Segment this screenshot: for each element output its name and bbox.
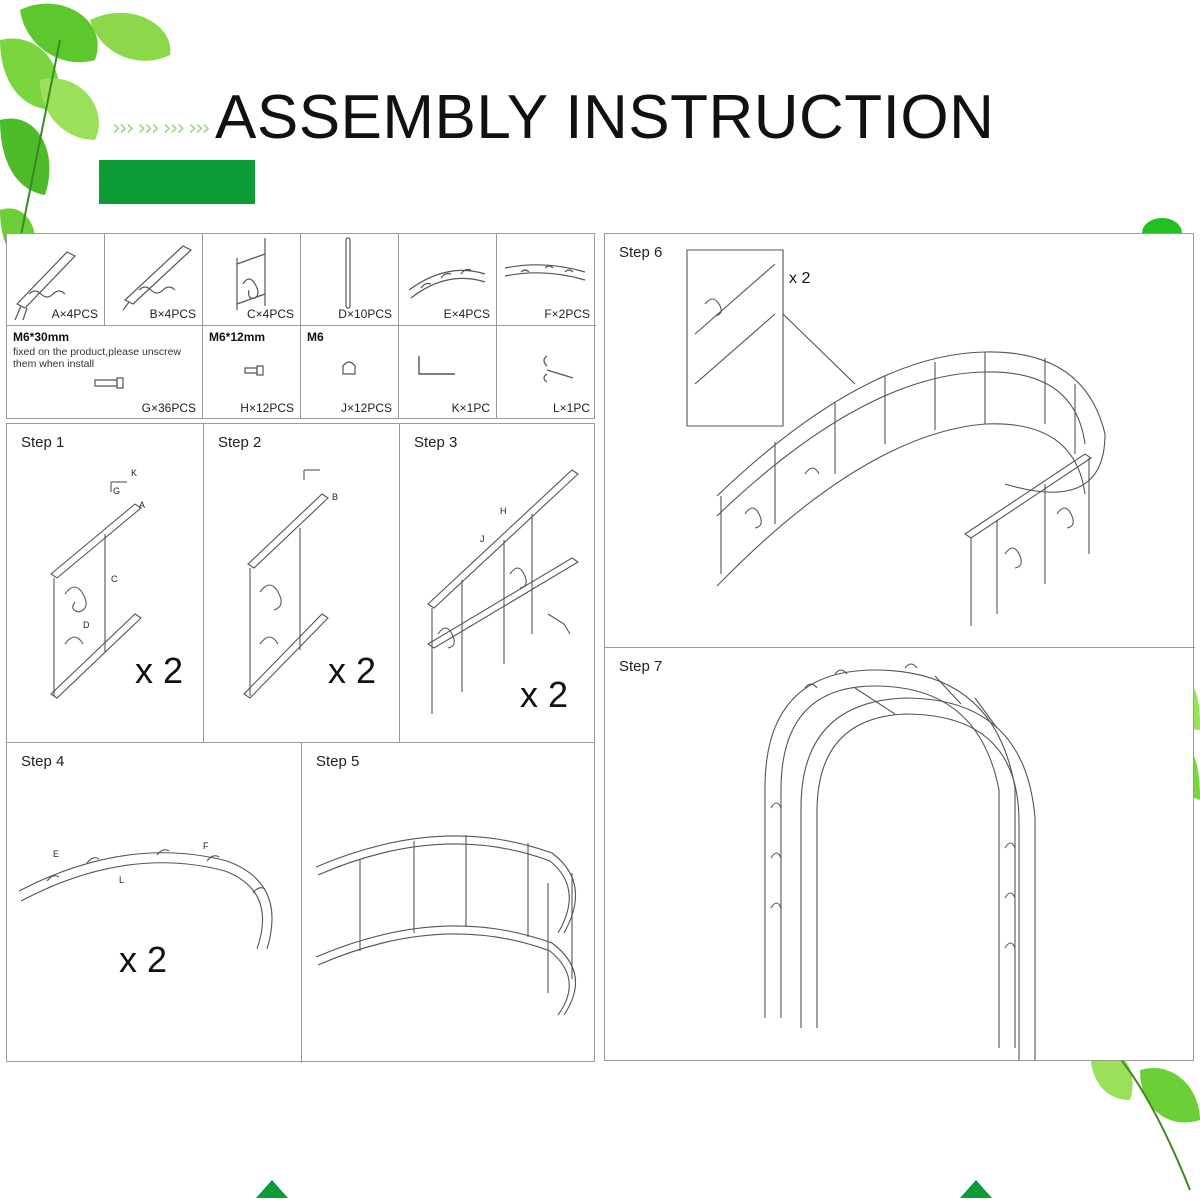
part-label-f: F×2PCS xyxy=(544,307,590,321)
hardware-cell-h: M6*12mm H×12PCS xyxy=(203,326,301,419)
part-cell-d: D×10PCS xyxy=(301,234,399,326)
leaves-top-left xyxy=(0,3,171,268)
step-3-title: Step 3 xyxy=(414,434,458,451)
step-2-title: Step 2 xyxy=(218,434,262,451)
step-2-panel: Step 2 B x 2 xyxy=(204,424,400,744)
hardware-label-k: K×1PC xyxy=(451,401,490,415)
callout-c: C xyxy=(111,574,118,584)
part-cell-c: C×4PCS xyxy=(203,234,301,326)
step-1-title: Step 1 xyxy=(21,434,65,451)
step-7-panel: Step 7 xyxy=(605,648,1195,1062)
callout-a: A xyxy=(139,500,146,510)
part-label-a: A×4PCS xyxy=(51,307,98,321)
step-3-panel: Step 3 H J x 2 xyxy=(400,424,596,744)
part-cell-a: A×4PCS xyxy=(7,234,105,326)
hardware-title-g: M6*30mm xyxy=(13,330,70,344)
part-label-e: E×4PCS xyxy=(443,307,490,321)
step-1-panel: Step 1 K G A C D x 2 xyxy=(7,424,204,744)
step-3-qty: x 2 xyxy=(520,674,569,715)
accent-bar xyxy=(99,160,255,204)
step-4-title: Step 4 xyxy=(21,753,65,770)
hardware-cell-l: L×1PC xyxy=(497,326,596,419)
hardware-title-j: M6 xyxy=(307,330,324,344)
hardware-label-h: H×12PCS xyxy=(240,401,294,415)
part-cell-b: B×4PCS xyxy=(105,234,203,326)
step-7-title: Step 7 xyxy=(619,658,663,675)
steps-column-right: Step 6 x 2 Step 7 xyxy=(604,233,1195,1062)
triangle-icon-right xyxy=(960,1180,992,1198)
chevron-decoration: ››› ››› ››› ››› xyxy=(112,116,211,141)
hardware-cell-k: K×1PC xyxy=(399,326,497,419)
step-1-qty: x 2 xyxy=(135,650,184,691)
step-2-qty: x 2 xyxy=(328,650,377,691)
callout-g: G xyxy=(113,486,121,496)
part-label-d: D×10PCS xyxy=(338,307,392,321)
step-5-title: Step 5 xyxy=(316,753,360,770)
hardware-label-g: G×36PCS xyxy=(141,401,196,415)
step-4-qty: x 2 xyxy=(119,939,168,980)
callout-f: F xyxy=(203,841,209,851)
part-label-c: C×4PCS xyxy=(246,307,294,321)
callout-j: J xyxy=(480,534,485,544)
callout-b: B xyxy=(332,492,339,502)
step-4-panel: Step 4 E F L x 2 xyxy=(7,743,302,1063)
part-label-b: B×4PCS xyxy=(149,307,196,321)
step-6-qty: x 2 xyxy=(789,270,811,287)
part-cell-e: E×4PCS xyxy=(399,234,497,326)
part-cell-f: F×2PCS xyxy=(497,234,596,326)
hardware-title-h: M6*12mm xyxy=(209,330,266,344)
triangle-icon-left xyxy=(256,1180,288,1198)
hardware-label-l: L×1PC xyxy=(552,401,590,415)
hardware-cell-j: M6 J×12PCS xyxy=(301,326,399,419)
hardware-label-j: J×12PCS xyxy=(340,401,392,415)
steps-row-1: Step 1 K G A C D x 2 Step 2 B x 2 Step 3 xyxy=(6,423,596,744)
hardware-note-g: fixed on the product,please unscrew them… xyxy=(13,346,182,370)
callout-e: E xyxy=(53,849,60,859)
step-5-panel: Step 5 xyxy=(302,743,596,1063)
callout-k: K xyxy=(131,468,138,478)
page-title: ASSEMBLY INSTRUCTION xyxy=(215,83,995,152)
step-6-title: Step 6 xyxy=(619,244,663,261)
callout-h: H xyxy=(500,506,507,516)
callout-l: L xyxy=(119,875,125,885)
step-6-panel: Step 6 x 2 xyxy=(605,234,1195,648)
parts-table: A×4PCS B×4PCS C×4PCS D×10PCS E×4PCS F×2P… xyxy=(6,233,596,419)
callout-d: D xyxy=(83,620,90,630)
hardware-cell-g: M6*30mm fixed on the product,please unsc… xyxy=(7,326,203,419)
steps-row-2: Step 4 E F L x 2 Step 5 xyxy=(6,742,596,1063)
